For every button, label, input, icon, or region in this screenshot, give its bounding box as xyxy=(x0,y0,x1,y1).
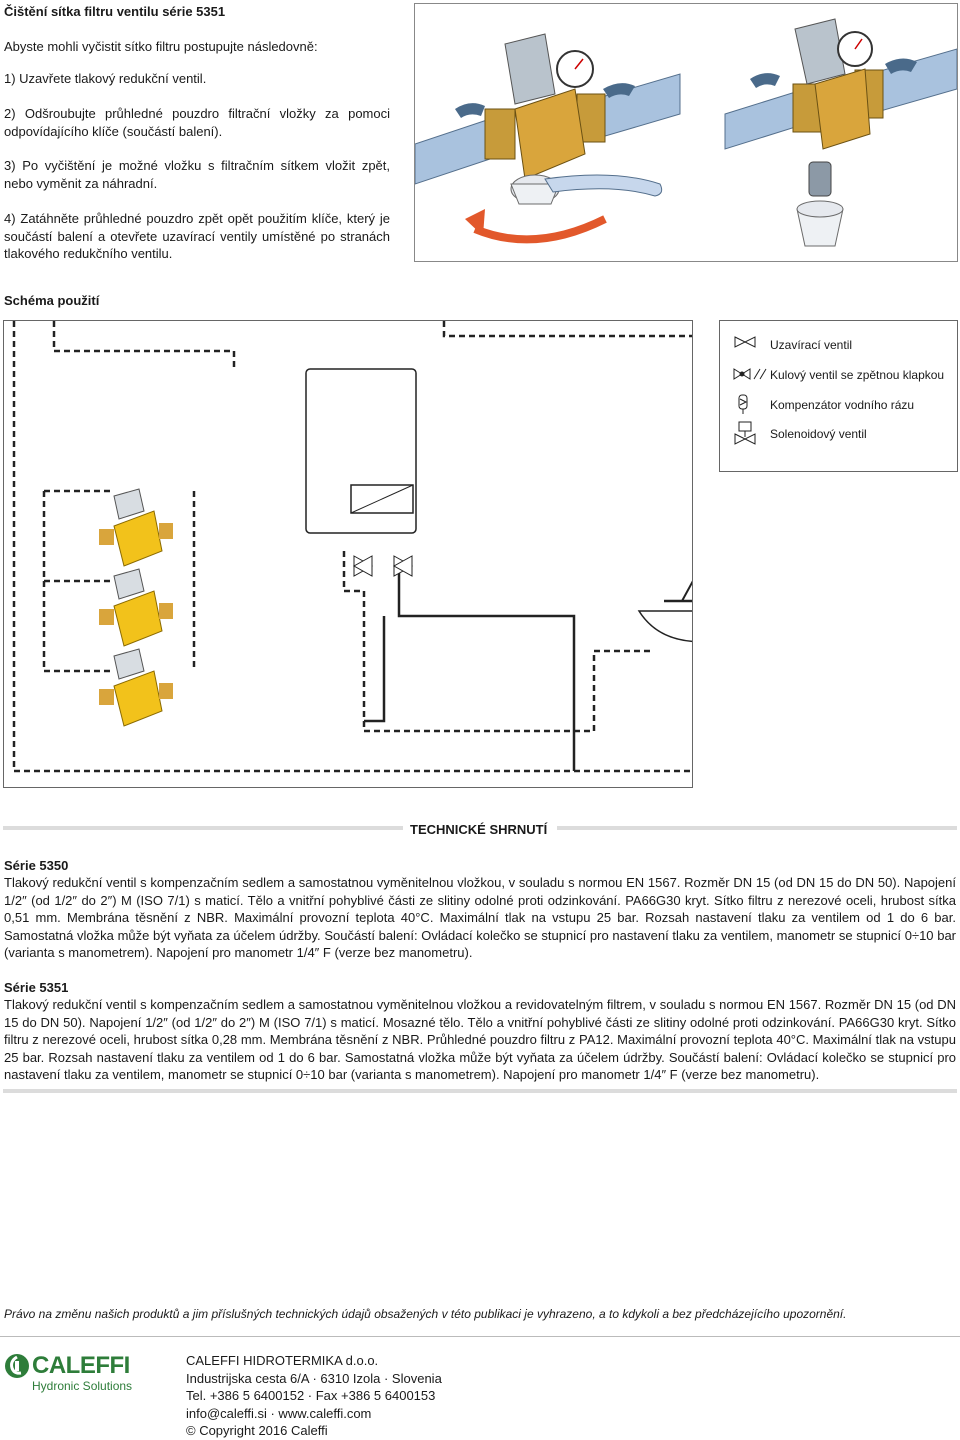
legend-label-arrester: Kompenzátor vodního rázu xyxy=(770,398,915,412)
tech-rule-left xyxy=(3,826,403,830)
water-hammer-arrester-icon xyxy=(736,393,750,420)
schema-legend: Uzavírací ventil Kulový ventil se zpětno… xyxy=(719,320,958,472)
solenoid-valve-icon xyxy=(732,421,758,452)
legend-label-solenoid: Solenoidový ventil xyxy=(770,427,867,441)
schema-title: Schéma použití xyxy=(4,293,100,308)
schema-diagram xyxy=(3,320,804,788)
address-line-email[interactable]: info@caleffi.si · www.caleffi.com xyxy=(186,1405,372,1421)
cleaning-step-1: 1) Uzavřete tlakový redukční ventil. xyxy=(4,71,207,86)
series-5350-title: Série 5350 xyxy=(4,858,69,873)
faucet xyxy=(681,577,705,602)
company-address: CALEFFI HIDROTERMIKA d.o.o. Industrijska… xyxy=(186,1352,442,1440)
cleaning-step-4: 4) Zatáhněte průhledné pouzdro zpět opět… xyxy=(4,211,390,261)
schema-cold-lines xyxy=(364,561,804,771)
tech-heading: TECHNICKÉ SHRNUTÍ xyxy=(410,822,548,837)
address-line-copyright: © Copyright 2016 Caleffi xyxy=(186,1423,328,1438)
footer-divider xyxy=(0,1336,960,1337)
logo-text: CALEFFI xyxy=(32,1352,130,1379)
tech-bottom-rule xyxy=(3,1089,957,1093)
cleaning-intro: Abyste mohli vyčistit sítko filtru postu… xyxy=(4,39,318,54)
filter-cleaning-illustration xyxy=(414,3,958,262)
left-valve-assembly xyxy=(414,33,681,244)
filter-cleaning-drawing xyxy=(414,18,958,247)
address-line-phone: Tel. +386 5 6400152 · Fax +386 5 6400153 xyxy=(186,1388,436,1403)
logo-sub: Hydronic Solutions xyxy=(32,1379,133,1393)
cleaning-step-2: 2) Odšroubujte průhledné pouzdro filtrač… xyxy=(4,106,390,139)
boiler-shutoff-valves xyxy=(352,555,414,577)
caleffi-logo: CALEFFI Hydronic Solutions xyxy=(4,1352,144,1398)
schema-drawing xyxy=(12,321,804,773)
series-5351-title: Série 5351 xyxy=(4,980,69,995)
schema-hot-lines xyxy=(12,321,692,773)
caleffi-mark-icon xyxy=(5,1354,29,1378)
legend-label-check-ball: Kulový ventil se zpětnou klapkou xyxy=(770,368,945,382)
right-valve-assembly xyxy=(724,18,958,247)
shutoff-valve-icon xyxy=(732,335,758,354)
address-line-street: Industrijska cesta 6/A · 6310 Izola · Sl… xyxy=(186,1370,442,1386)
tech-rule-right xyxy=(557,826,957,830)
pressure-reducers xyxy=(99,488,173,727)
schema-manifold-lines xyxy=(42,489,196,673)
address-line-company: CALEFFI HIDROTERMIKA d.o.o. xyxy=(186,1353,379,1368)
disclaimer: Právo na změnu našich produktů a jim pří… xyxy=(4,1307,847,1321)
check-ball-valve-icon xyxy=(732,367,768,386)
cleaning-title: Čištění sítka filtru ventilu série 5351 xyxy=(4,4,226,19)
sink xyxy=(637,610,735,643)
series-5351-text: Tlakový redukční ventil s kompenzačním s… xyxy=(4,997,956,1082)
legend-label-shutoff: Uzavírací ventil xyxy=(770,338,853,352)
cleaning-step-3: 3) Po vyčištění je možné vložku s filtra… xyxy=(4,158,390,191)
series-5350-text: Tlakový redukční ventil s kompenzačním s… xyxy=(4,875,956,960)
